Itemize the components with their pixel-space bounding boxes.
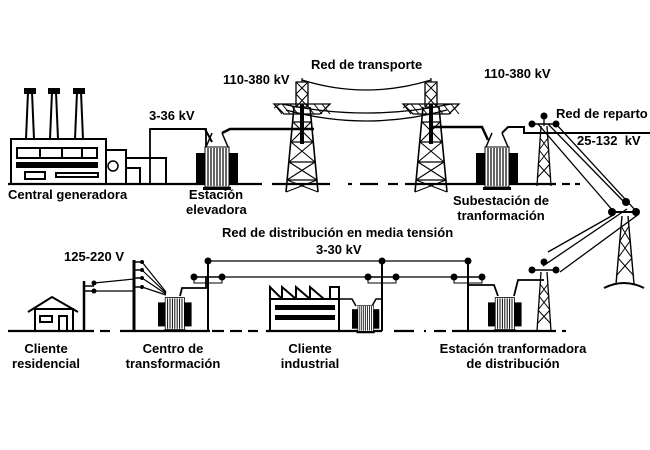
power-plant-icon	[10, 88, 207, 185]
low-voltage-wires	[93, 261, 167, 296]
subestacion-label: Subestación de tranformación	[446, 193, 556, 223]
estacion-distribucion-label-line2: de distribución	[466, 356, 560, 371]
step-up-transformer-icon	[195, 127, 314, 191]
voltage-reparto-label: 25-132 kV	[577, 133, 641, 148]
ct-distribution-pole-icon	[189, 256, 227, 332]
transport-lines	[281, 79, 452, 122]
central-generadora-label: Central generadora	[8, 187, 128, 202]
estacion-elevadora-label-line1: Estación	[188, 187, 244, 202]
transport-to-substation-wire	[433, 125, 490, 141]
reparto-tower-top-icon	[527, 111, 561, 187]
cliente-industrial-label-line1: Cliente	[288, 341, 332, 356]
voltage-baja-tension-label: 125-220 V	[64, 249, 124, 264]
house-icon	[27, 295, 79, 332]
reparto-lines	[537, 123, 640, 273]
transport-tower-left-icon	[273, 77, 331, 193]
transport-tower-right-icon	[402, 77, 460, 193]
centro-transformacion-label-line1: Centro de	[142, 341, 204, 356]
distribution-station-tower-icon	[528, 258, 560, 332]
estacion-elevadora-label: Estación elevadora	[186, 187, 247, 217]
distribution-station-pole-icon	[449, 256, 487, 332]
centro-transformacion-label-line2: transformación	[125, 356, 221, 371]
centro-transformacion-label: Centro de transformación	[120, 341, 226, 371]
cliente-residencial-label-line1: Cliente	[24, 341, 68, 356]
red-media-tension-label: Red de distribución en media tensión	[222, 225, 454, 240]
low-voltage-pole-icon	[82, 280, 97, 331]
factory-icon	[269, 275, 383, 332]
industrial-transformer-icon	[351, 304, 380, 334]
cliente-industrial-label: Cliente industrial	[280, 341, 340, 371]
estacion-elevadora-label-line2: elevadora	[186, 202, 247, 217]
voltage-transport-right-label: 110-380 kV	[484, 66, 551, 81]
cliente-residencial-label: Cliente residencial	[6, 341, 86, 371]
red-reparto-label: Red de reparto	[556, 106, 648, 121]
voltage-transport-left-label: 110-380 kV	[223, 72, 290, 87]
estacion-distribucion-label: Estación tranformadora de distribución	[438, 341, 588, 371]
reparto-tower-large-icon	[603, 198, 645, 289]
ct-transformer-icon	[157, 297, 193, 333]
estacion-distribucion-label-line1: Estación tranformadora	[439, 341, 587, 356]
substation-transformer-icon	[475, 126, 650, 191]
cliente-residencial-label-line2: residencial	[12, 356, 80, 371]
voltage-generation-label: 3-36 kV	[149, 108, 195, 123]
subestacion-label-line2: tranformación	[457, 208, 545, 223]
distribution-transformer-icon	[487, 297, 523, 333]
cliente-industrial-label-line2: industrial	[280, 356, 340, 371]
media-tension-lines	[208, 260, 466, 278]
generation-wire	[150, 128, 213, 143]
red-transporte-label: Red de transporte	[311, 57, 423, 72]
voltage-media-tension-label: 3-30 kV	[316, 242, 362, 257]
ct-pole-icon	[132, 260, 144, 331]
subestacion-label-line1: Subestación de	[452, 193, 550, 208]
